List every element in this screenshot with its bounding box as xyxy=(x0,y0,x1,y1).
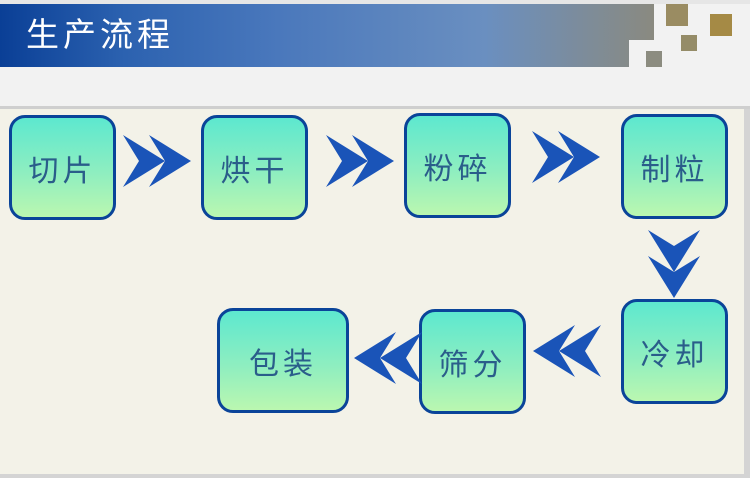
double-chevron-left-icon xyxy=(354,332,422,384)
canvas-edge xyxy=(744,109,750,478)
double-chevron-right-icon xyxy=(123,135,191,187)
step-label: 制粒 xyxy=(640,152,709,188)
step-label: 烘干 xyxy=(220,153,289,189)
double-chevron-right-icon xyxy=(532,131,600,183)
step-cooling: 冷却 xyxy=(621,299,728,404)
step-label: 粉碎 xyxy=(423,151,492,187)
double-chevron-left-icon xyxy=(533,325,601,377)
step-crushing: 粉碎 xyxy=(404,113,511,218)
header-divider xyxy=(0,106,750,109)
step-granulating: 制粒 xyxy=(621,114,728,219)
step-label: 包装 xyxy=(249,346,317,382)
header-bar xyxy=(0,4,278,67)
canvas-edge xyxy=(0,474,750,478)
decor-square xyxy=(646,51,662,67)
decor-square xyxy=(710,14,732,36)
step-packaging: 包装 xyxy=(217,308,349,413)
step-sieving: 筛分 xyxy=(419,309,526,414)
step-label: 切片 xyxy=(28,153,97,189)
page-title: 生产流程 xyxy=(26,15,174,54)
header-bar-fade xyxy=(278,4,654,67)
double-chevron-down-icon xyxy=(648,230,700,298)
top-strip xyxy=(0,0,750,4)
decor-square xyxy=(666,4,688,26)
step-slicing: 切片 xyxy=(9,115,116,220)
double-chevron-right-icon xyxy=(326,135,394,187)
step-drying: 烘干 xyxy=(201,115,308,220)
decor-square xyxy=(681,35,697,51)
step-label: 冷却 xyxy=(640,337,709,373)
step-label: 筛分 xyxy=(438,347,507,383)
